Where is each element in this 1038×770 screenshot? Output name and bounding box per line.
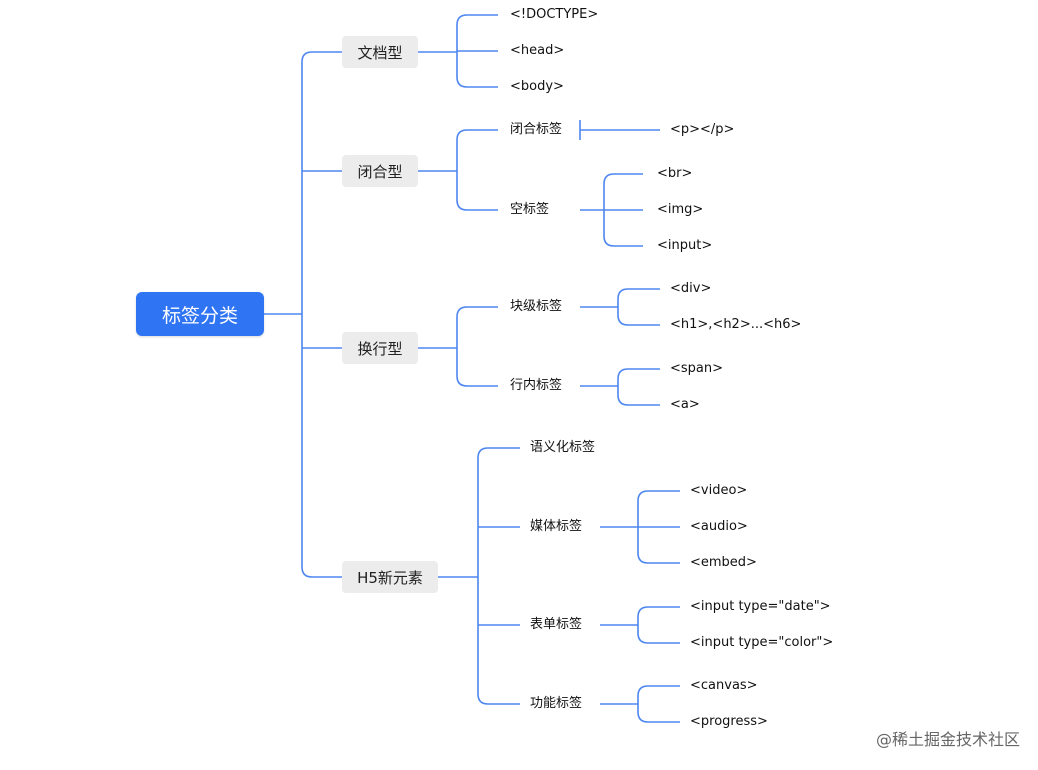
leaf-head[interactable]: <head> <box>510 43 565 58</box>
subnode-empty-tags[interactable]: 空标签 <box>510 202 550 217</box>
root-connector <box>264 51 342 578</box>
form-connector <box>600 606 680 644</box>
leaf-body[interactable]: <body> <box>510 79 564 94</box>
leaf-input-date[interactable]: <input type="date"> <box>690 599 831 614</box>
closing-type-connector <box>418 129 498 211</box>
subnode-function-tags[interactable]: 功能标签 <box>530 696 583 711</box>
leaf-doctype[interactable]: <!DOCTYPE> <box>510 7 599 22</box>
category-doc-type[interactable]: 文档型 <box>342 36 418 68</box>
leaf-p[interactable]: <p></p> <box>670 122 735 137</box>
media-connector <box>600 490 680 564</box>
leaf-embed[interactable]: <embed> <box>690 555 757 570</box>
leaf-br[interactable]: <br> <box>657 166 693 181</box>
leaf-canvas[interactable]: <canvas> <box>690 678 758 693</box>
category-closing-type[interactable]: 闭合型 <box>342 155 418 187</box>
category-line-type[interactable]: 换行型 <box>342 332 418 364</box>
subnode-inline-tags[interactable]: 行内标签 <box>510 378 563 393</box>
doc-type-connector <box>418 14 498 88</box>
block-connector <box>580 288 660 326</box>
category-h5-new[interactable]: H5新元素 <box>342 561 438 593</box>
subnode-paired-tags[interactable]: 闭合标签 <box>510 122 563 137</box>
inline-connector <box>580 368 660 406</box>
leaf-input-color[interactable]: <input type="color"> <box>690 635 834 650</box>
paired-connector <box>579 120 660 140</box>
empty-connector <box>580 173 643 247</box>
leaf-video[interactable]: <video> <box>690 483 748 498</box>
function-connector <box>600 685 680 723</box>
source-credit: @稀土掘金技术社区 <box>875 730 1020 749</box>
line-type-connector <box>418 306 498 387</box>
subnode-semantic-tags[interactable]: 语义化标签 <box>530 440 596 455</box>
leaf-progress[interactable]: <progress> <box>690 714 768 729</box>
leaf-span[interactable]: <span> <box>670 361 724 376</box>
subnode-form-tags[interactable]: 表单标签 <box>530 617 583 632</box>
leaf-input[interactable]: <input> <box>657 238 713 253</box>
leaf-div[interactable]: <div> <box>670 281 712 296</box>
subnode-block-tags[interactable]: 块级标签 <box>510 299 563 314</box>
leaf-a[interactable]: <a> <box>670 397 700 412</box>
h5-connector <box>438 447 520 705</box>
root-node[interactable]: 标签分类 <box>136 292 264 336</box>
leaf-img[interactable]: <img> <box>657 202 704 217</box>
subnode-media-tags[interactable]: 媒体标签 <box>530 519 583 534</box>
leaf-audio[interactable]: <audio> <box>690 519 748 534</box>
leaf-headings[interactable]: <h1>,<h2>...<h6> <box>670 317 802 332</box>
